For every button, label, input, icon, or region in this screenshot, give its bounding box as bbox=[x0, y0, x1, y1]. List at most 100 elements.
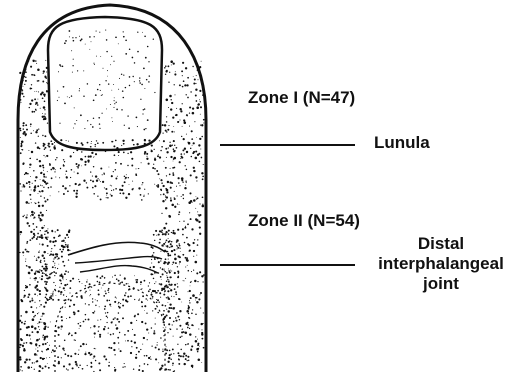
stipple-dot bbox=[170, 99, 171, 100]
stipple-dot bbox=[86, 344, 87, 345]
stipple-dot bbox=[40, 230, 41, 231]
stipple-dot bbox=[187, 356, 189, 358]
stipple-dot bbox=[170, 243, 172, 245]
stipple-dot bbox=[187, 344, 188, 345]
stipple-dot bbox=[34, 180, 36, 182]
stipple-dot bbox=[68, 363, 70, 365]
stipple-dot bbox=[94, 156, 95, 157]
stipple-dot bbox=[99, 123, 100, 124]
stipple-dot bbox=[128, 193, 130, 195]
stipple-dot bbox=[144, 36, 146, 38]
stipple-dot bbox=[180, 153, 182, 155]
stipple-dot bbox=[154, 283, 155, 284]
stipple-dot bbox=[99, 334, 101, 336]
stipple-dot bbox=[203, 347, 205, 349]
stipple-dot bbox=[106, 108, 107, 109]
stipple-dot bbox=[163, 243, 165, 245]
stipple-dot bbox=[43, 322, 45, 324]
stipple-dot bbox=[175, 320, 177, 322]
stipple-dot bbox=[151, 327, 153, 329]
stipple-dot bbox=[170, 108, 172, 110]
stipple-dot bbox=[150, 294, 152, 296]
stipple-dot bbox=[172, 174, 174, 176]
stipple-dot bbox=[107, 197, 109, 199]
stipple-dot bbox=[116, 327, 118, 329]
stipple-dot bbox=[141, 306, 143, 308]
stipple-dot bbox=[78, 279, 79, 280]
stipple-dot bbox=[113, 145, 115, 147]
stipple-dot bbox=[178, 359, 180, 361]
stipple-dot bbox=[85, 156, 87, 158]
stipple-dot bbox=[169, 354, 171, 356]
stipple-dot bbox=[157, 155, 159, 157]
stipple-dot bbox=[41, 316, 42, 317]
stipple-dot bbox=[88, 304, 90, 306]
stipple-dot bbox=[175, 317, 176, 318]
stipple-dot bbox=[197, 351, 199, 353]
stipple-dot bbox=[22, 132, 24, 134]
stipple-dot bbox=[125, 39, 127, 41]
stipple-dot bbox=[185, 180, 186, 181]
stipple-dot bbox=[67, 369, 68, 370]
stipple-dot bbox=[80, 295, 82, 297]
stipple-dot bbox=[90, 179, 92, 181]
stipple-dot bbox=[117, 176, 118, 177]
stipple-dot bbox=[190, 286, 191, 287]
stipple-dot bbox=[100, 277, 102, 279]
stipple-dot bbox=[36, 238, 38, 240]
stipple-dot bbox=[46, 264, 47, 265]
stipple-dot bbox=[25, 321, 26, 322]
stipple-dot bbox=[60, 308, 61, 309]
stipple-dot bbox=[142, 295, 144, 297]
stipple-dot bbox=[197, 104, 199, 106]
stipple-dot bbox=[118, 89, 119, 90]
stipple-dot bbox=[185, 322, 188, 325]
stipple-dot bbox=[170, 60, 173, 63]
stipple-dot bbox=[89, 36, 91, 38]
stipple-dot bbox=[172, 324, 173, 325]
stipple-dot bbox=[49, 357, 50, 358]
stipple-dot bbox=[195, 150, 197, 152]
stipple-dot bbox=[53, 292, 54, 293]
stipple-dot bbox=[23, 86, 24, 87]
stipple-dot bbox=[44, 260, 46, 262]
stipple-dot bbox=[53, 291, 54, 292]
stipple-dot bbox=[188, 270, 190, 272]
stipple-dot bbox=[159, 140, 160, 141]
stipple-dot bbox=[106, 195, 107, 196]
stipple-dot bbox=[37, 233, 39, 235]
stipple-dot bbox=[146, 355, 148, 357]
stipple-dot bbox=[105, 80, 106, 81]
stipple-dot bbox=[188, 324, 190, 326]
stipple-dot bbox=[40, 185, 41, 186]
stipple-dot bbox=[79, 90, 80, 91]
stipple-dot bbox=[106, 192, 108, 194]
stipple-dot bbox=[114, 301, 116, 303]
stipple-dot bbox=[106, 39, 108, 41]
stipple-dot bbox=[85, 291, 87, 293]
stipple-dot bbox=[39, 236, 41, 238]
stipple-dot bbox=[89, 283, 91, 285]
stipple-dot bbox=[148, 193, 149, 194]
stipple-dot bbox=[124, 277, 125, 278]
stipple-dot bbox=[27, 326, 29, 328]
stipple-dot bbox=[25, 217, 27, 219]
stipple-dot bbox=[110, 64, 111, 65]
stipple-dot bbox=[116, 298, 117, 299]
stipple-dot bbox=[22, 149, 24, 151]
stipple-dot bbox=[27, 366, 30, 369]
stipple-dot bbox=[175, 94, 176, 95]
stipple-dot bbox=[190, 91, 191, 92]
stipple-dot bbox=[182, 355, 184, 357]
stipple-dot bbox=[34, 186, 37, 189]
stipple-dot bbox=[189, 192, 191, 194]
stipple-dot bbox=[20, 366, 22, 368]
stipple-dot bbox=[189, 333, 191, 335]
stipple-dot bbox=[62, 66, 64, 68]
stipple-dot bbox=[183, 138, 185, 140]
stipple-dot bbox=[97, 142, 99, 144]
stipple-dot bbox=[171, 296, 172, 297]
stipple-dot bbox=[76, 149, 78, 151]
stipple-dot bbox=[140, 284, 141, 285]
stipple-dot bbox=[105, 312, 106, 313]
